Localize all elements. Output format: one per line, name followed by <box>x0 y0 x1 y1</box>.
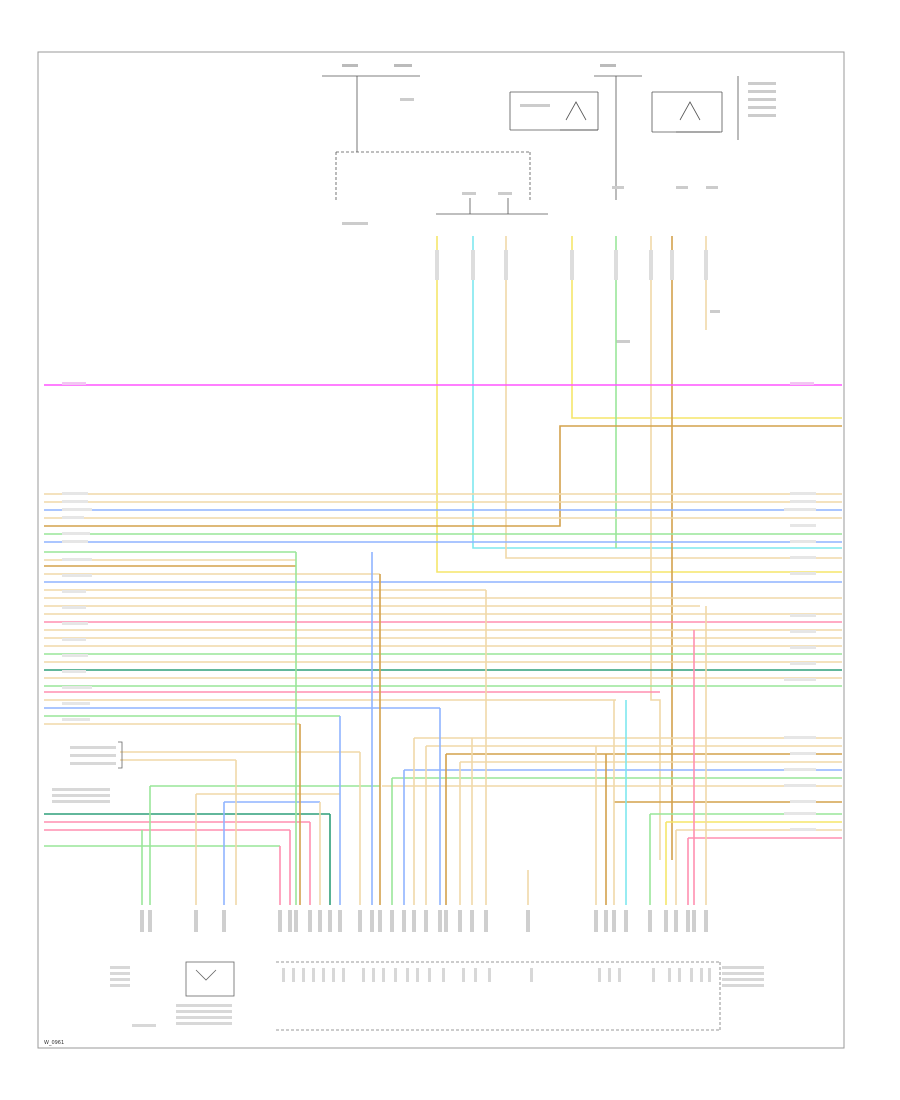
diagram-frame <box>37 51 845 1049</box>
ground-symbols <box>560 129 720 133</box>
wire-yellow-right <box>571 236 842 419</box>
wire-yellow-main <box>436 236 842 573</box>
edge-wire-labels <box>62 492 816 831</box>
bottom-connector-pins <box>140 910 708 932</box>
bottom-left-labels <box>110 966 764 1027</box>
top-small-labels <box>342 64 776 343</box>
left-side-labels <box>52 746 116 803</box>
transmission-range-sensor-block <box>185 961 235 997</box>
vertical-wire-labels <box>435 250 708 280</box>
footer-code: W_0961 <box>44 1040 64 1046</box>
pcm-connector <box>276 961 721 1031</box>
bottom-drops <box>141 552 707 905</box>
wire-tan-top <box>505 236 842 559</box>
wire-tan-right <box>650 236 661 860</box>
pcm-pin-labels <box>282 968 711 982</box>
bracket <box>118 741 123 769</box>
vertical-wires <box>436 236 842 860</box>
horizontal-wires <box>44 493 842 847</box>
wire-cyan-top <box>472 236 842 549</box>
top-power-section <box>322 75 739 215</box>
wire-orange-branch <box>44 425 842 527</box>
